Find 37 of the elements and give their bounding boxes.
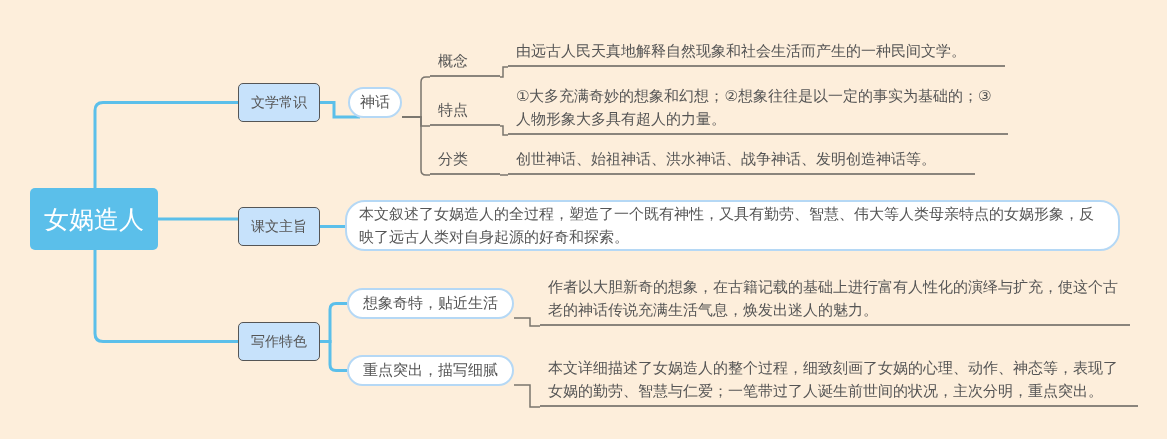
underlined-topic bbox=[508, 40, 1005, 67]
subtopic-pill bbox=[347, 288, 514, 319]
underlined-topic bbox=[508, 148, 975, 175]
main-topic-box bbox=[238, 207, 320, 246]
connector-line bbox=[320, 101, 360, 119]
topic-text: 由远古人民天真地解释自然现象和社会生活而产生的一种民间文学。 bbox=[516, 41, 966, 62]
topic-text: 女娲造人 bbox=[44, 203, 144, 236]
subtopic-pill bbox=[347, 355, 514, 386]
main-topic-box bbox=[238, 322, 320, 361]
connector-line bbox=[513, 384, 541, 408]
summary-box bbox=[345, 200, 1120, 251]
topic-text: 文学常识 bbox=[251, 93, 307, 112]
connector-line bbox=[93, 101, 238, 188]
connector-line bbox=[401, 116, 431, 176]
topic-text: 重点突出，描写细腻 bbox=[363, 361, 498, 380]
main-topic-box bbox=[238, 83, 320, 122]
topic-text: 写作特色 bbox=[251, 332, 307, 351]
connector-line bbox=[513, 317, 541, 327]
topic-text: 本文详细描述了女娲造人的整个过程，细致刻画了女娲的心理、动作、神态等，表现了女娲的勤劳、智慧与仁爱；一笔带过了人诞生前世间的状况，主次分明，重点突出。 bbox=[548, 358, 1119, 402]
connector-line bbox=[499, 174, 509, 176]
topic-text: 想象奇特，贴近生活 bbox=[363, 294, 498, 313]
topic-text: ①大多充满奇妙的想象和幻想；②想象往往是以一定的事实为基础的；③人物形象大多具有超人的力量。 bbox=[516, 86, 993, 130]
connector-line bbox=[499, 125, 509, 136]
topic-text: 作者以大胆新奇的想象，在古籍记载的基础上进行富有人性化的演绎与扩充，使这个古老的神话传说充满生活气息，焕发出迷人的魅力。 bbox=[548, 277, 1119, 321]
topic-text: 神话 bbox=[360, 93, 390, 112]
topic-text: 特点 bbox=[438, 100, 468, 121]
topic-text: 课文主旨 bbox=[251, 217, 307, 236]
connector-line bbox=[499, 66, 509, 78]
topic-text: 分类 bbox=[438, 149, 468, 170]
topic-text: 本文叙述了女娲造人的全过程，塑造了一个既有神性，又具有勤劳、智慧、伟大等人类母亲特点的女娲形象，反映了远古人类对自身起源的好奇和探索。 bbox=[359, 203, 1095, 248]
topic-text: 创世神话、始祖神话、洪水神话、战争神话、发明创造神话等。 bbox=[516, 149, 936, 170]
connector-line bbox=[320, 225, 345, 228]
subtopic-pill bbox=[348, 87, 402, 118]
connector-line bbox=[93, 250, 238, 343]
central-topic bbox=[30, 188, 158, 250]
topic-text: 概念 bbox=[438, 51, 468, 72]
connector-line bbox=[158, 217, 238, 221]
